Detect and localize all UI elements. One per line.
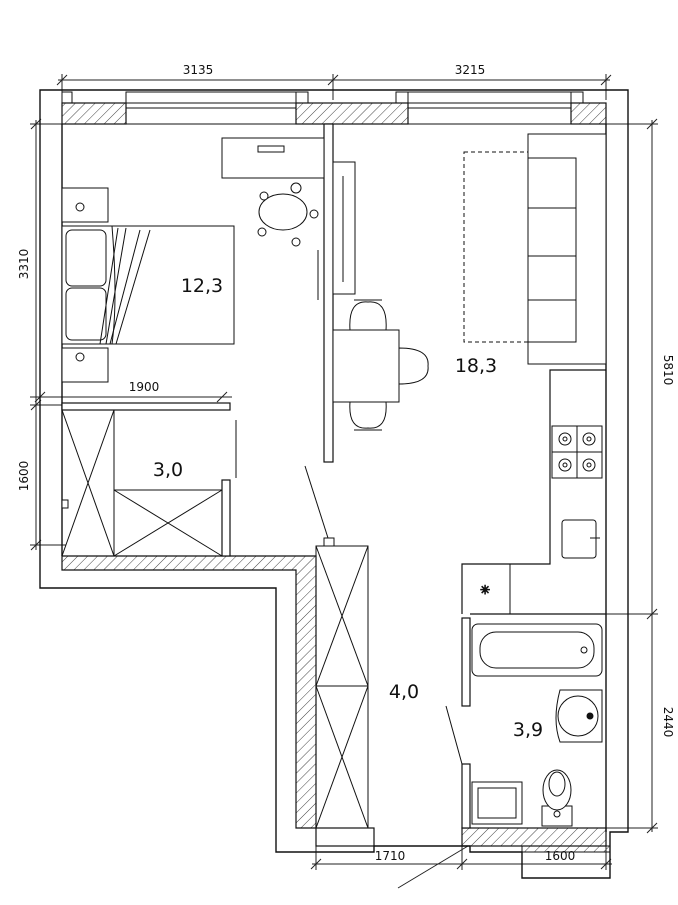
room-area-bedroom: 12,3 xyxy=(181,275,223,297)
walls xyxy=(39,89,629,879)
room-area-living: 18,3 xyxy=(455,355,497,377)
kitchen-appliances: ✳ xyxy=(480,425,603,598)
dim-left-upper: 3310 xyxy=(17,249,31,280)
room-area-closet: 3,0 xyxy=(153,459,183,481)
bedroom-furniture xyxy=(61,137,356,383)
dim-bottom-right: 1600 xyxy=(545,849,576,863)
bathroom-fixtures xyxy=(471,623,603,827)
hall-wardrobe xyxy=(315,545,369,829)
living-furniture xyxy=(332,133,607,431)
dim-left-lower: 1600 xyxy=(17,461,31,492)
dim-bottom-middle: 1710 xyxy=(375,849,406,863)
dimension-lines xyxy=(30,74,658,889)
dim-right-upper: 5810 xyxy=(661,355,675,386)
room-area-hall: 4,0 xyxy=(389,681,419,703)
room-area-bathroom: 3,9 xyxy=(513,719,543,741)
dim-inner-1900: 1900 xyxy=(129,380,160,394)
dim-top-right: 3215 xyxy=(455,63,486,77)
dim-top-left: 3135 xyxy=(183,63,214,77)
closet-wardrobe xyxy=(61,409,223,557)
svg-text:✳: ✳ xyxy=(480,583,490,597)
dim-right-lower: 2440 xyxy=(661,707,675,738)
